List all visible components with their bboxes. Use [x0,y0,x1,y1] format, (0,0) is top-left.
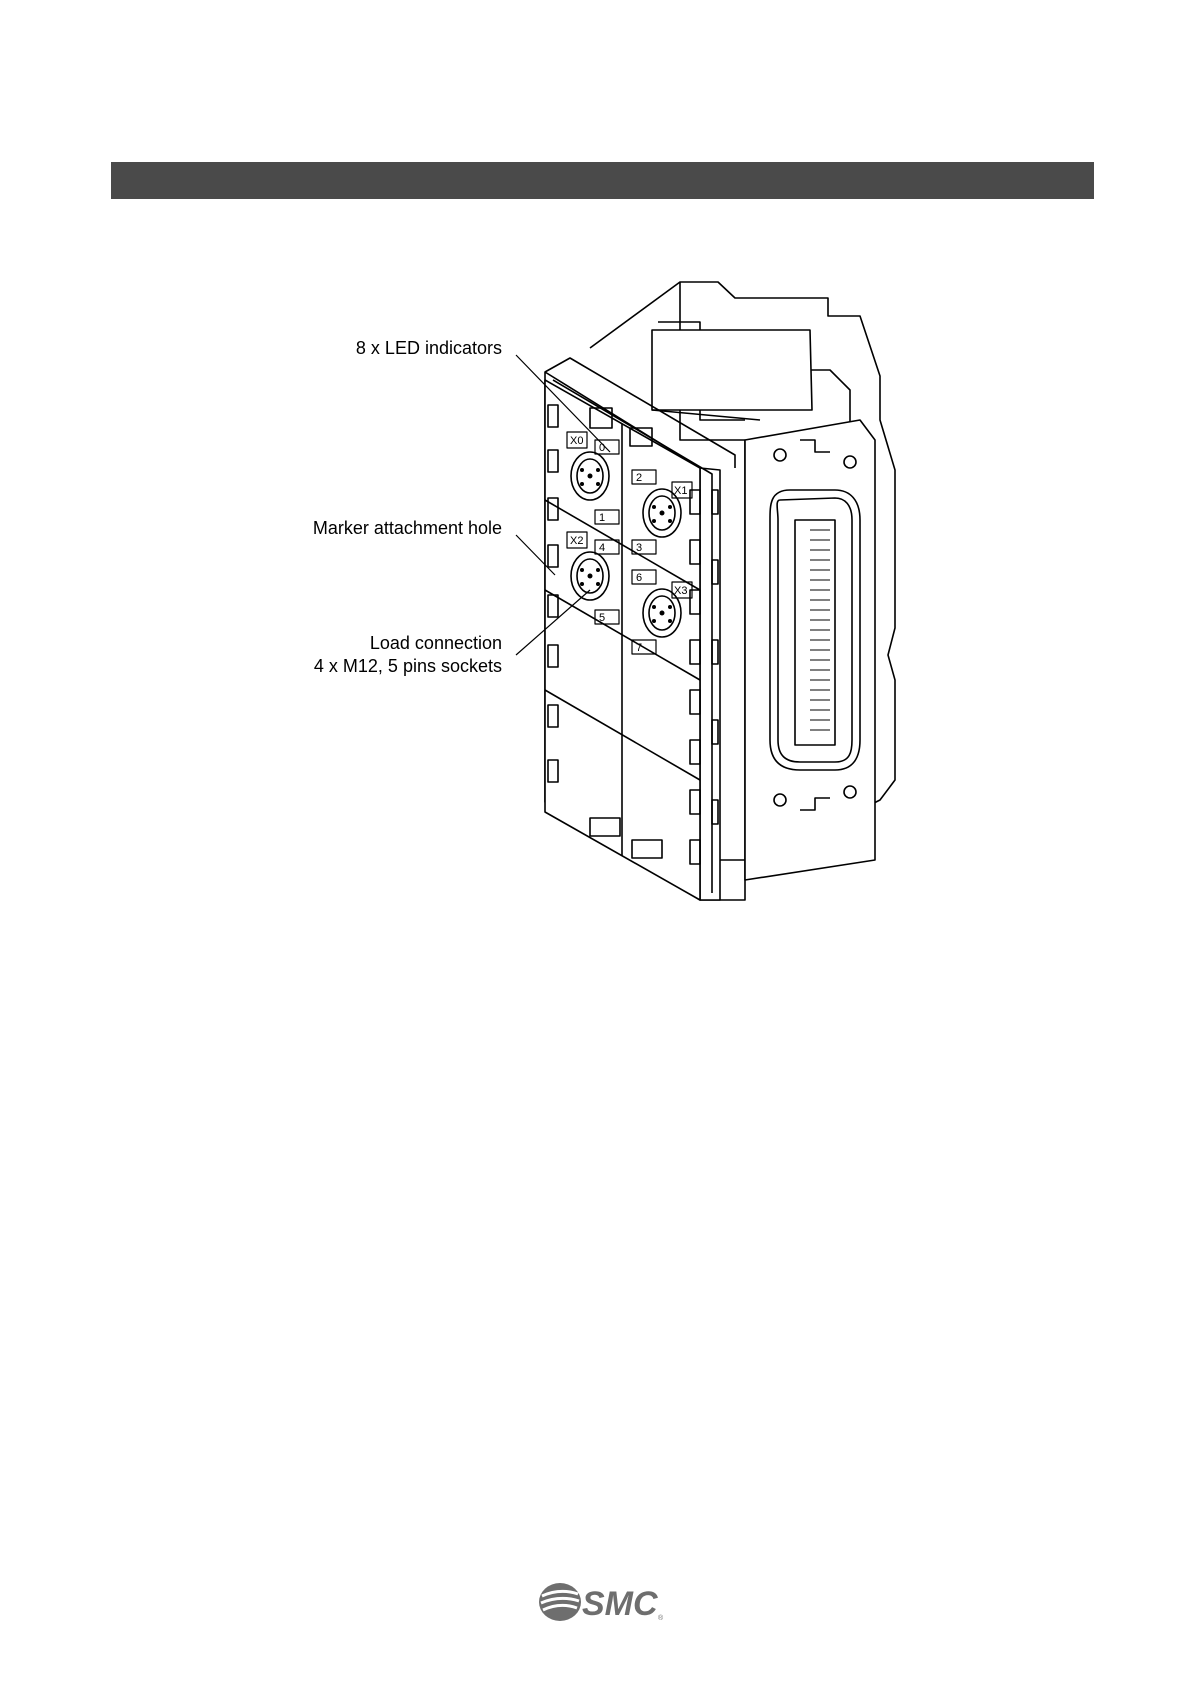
led-label: 7 [636,642,642,654]
callout-load-line2: 4 x M12, 5 pins sockets [314,655,502,678]
connector-label: X1 [674,485,687,497]
led-label: 4 [599,542,605,554]
smc-logo: SMC ® [538,1580,668,1624]
callout-led-indicators: 8 x LED indicators [356,337,502,360]
callout-load-line1: Load connection [314,632,502,655]
registered-mark: ® [658,1614,664,1622]
led-label: 0 [599,442,605,454]
callout-load-connection: Load connection 4 x M12, 5 pins sockets [314,632,502,678]
led-label: 1 [599,512,605,524]
connector-label: X3 [674,585,687,597]
connector-label: X0 [570,435,583,447]
smc-swirl-icon [539,1583,581,1621]
led-label: 3 [636,542,642,554]
led-label: 2 [636,472,642,484]
smc-logo-text: SMC [582,1585,658,1623]
led-label: 6 [636,572,642,584]
led-label: 5 [599,612,605,624]
connector-label: X2 [570,535,583,547]
callout-marker-hole: Marker attachment hole [313,517,502,540]
